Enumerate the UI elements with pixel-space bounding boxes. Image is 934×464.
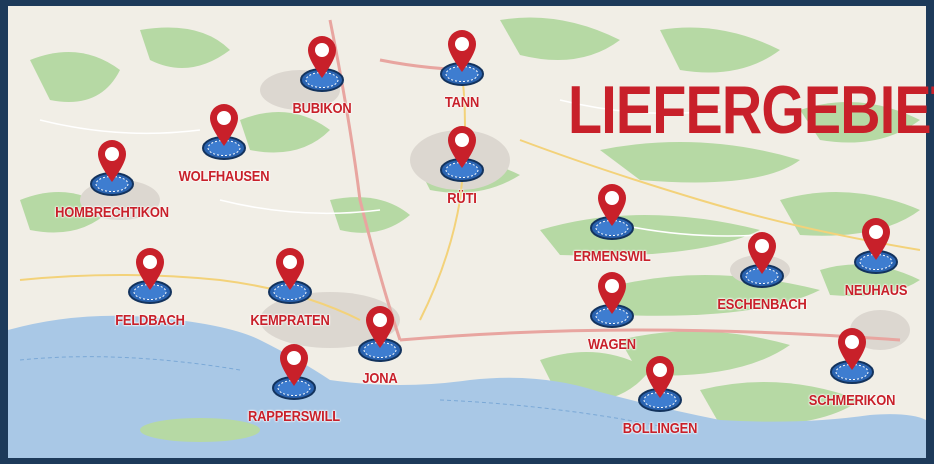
location-label: ESCHENBACH	[717, 296, 807, 313]
map-pin-pizza-icon	[300, 36, 344, 92]
map-pin-pizza-icon	[854, 218, 898, 274]
location-label: JONA	[362, 370, 398, 387]
map-pin-pizza-icon	[740, 232, 784, 288]
location-label: SCHMERIKON	[808, 392, 896, 409]
map-pin-pizza-icon	[440, 126, 484, 182]
map-pin-pizza-icon	[272, 344, 316, 400]
map-pin-pizza-icon	[358, 306, 402, 362]
map-pin-pizza-icon	[590, 184, 634, 240]
location-label: BOLLINGEN	[622, 420, 698, 437]
page-title: LIEFERGEBIETE	[568, 72, 934, 148]
map-pin-pizza-icon	[830, 328, 874, 384]
location-label: WOLFHAUSEN	[178, 168, 270, 185]
location-label: HOMBRECHTIKON	[55, 204, 169, 221]
location-label: TANN	[444, 94, 480, 111]
map-pin-pizza-icon	[638, 356, 682, 412]
location-label: RAPPERSWILL	[248, 408, 340, 425]
settlement-areas	[80, 70, 910, 350]
location-label: FELDBACH	[115, 312, 185, 329]
map-pin-pizza-icon	[590, 272, 634, 328]
map-pin-pizza-icon	[440, 30, 484, 86]
location-label: WAGEN	[588, 336, 636, 353]
location-label: NEUHAUS	[844, 282, 908, 299]
location-label: ERMENSWIL	[573, 248, 651, 265]
map-pin-pizza-icon	[202, 104, 246, 160]
map-pin-pizza-icon	[128, 248, 172, 304]
location-label: BUBIKON	[292, 100, 352, 117]
location-label: KEMPRATEN	[250, 312, 330, 329]
map-pin-pizza-icon	[268, 248, 312, 304]
map-pin-pizza-icon	[90, 140, 134, 196]
location-label: RÜTI	[447, 190, 477, 207]
